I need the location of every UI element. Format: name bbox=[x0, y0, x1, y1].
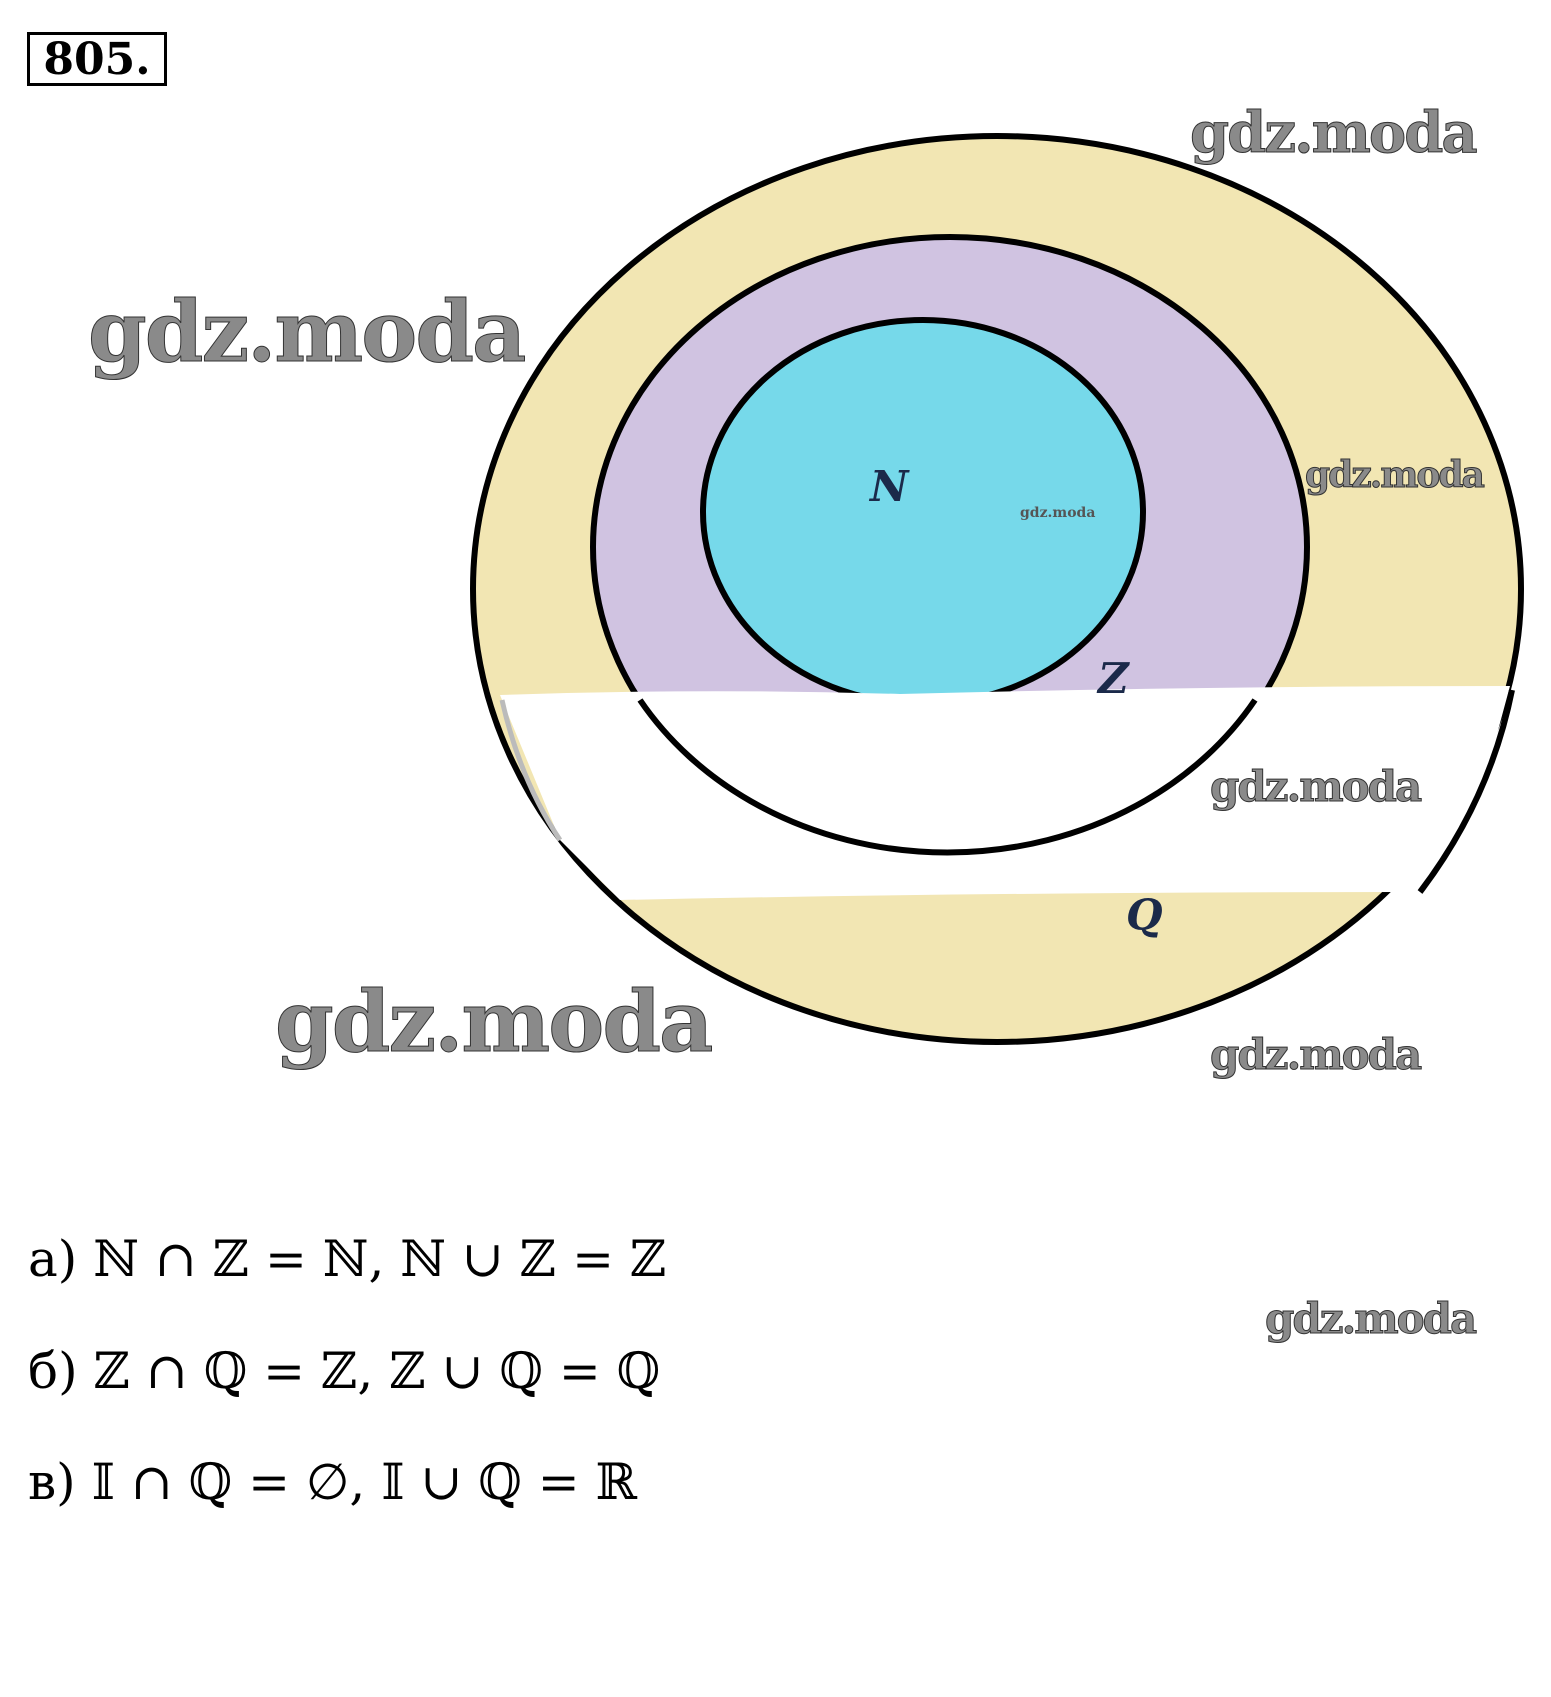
watermark: gdz.moda bbox=[1190, 100, 1479, 167]
erased-band bbox=[500, 686, 1510, 900]
set-n-label: N bbox=[870, 462, 909, 511]
answer-letter: а) bbox=[28, 1230, 78, 1288]
watermark: gdz.moda bbox=[87, 282, 526, 382]
answer-text: 𝕀 ∩ ℚ = ∅, 𝕀 ∪ ℚ = ℝ bbox=[91, 1453, 638, 1511]
watermark: gdz.moda bbox=[1209, 762, 1422, 812]
set-z-lower-arc bbox=[637, 698, 1258, 856]
problem-number: 805. bbox=[27, 32, 167, 86]
set-q-right-arc bbox=[1417, 689, 1515, 894]
answer-text: ℤ ∩ ℚ = ℤ, ℤ ∪ ℚ = ℚ bbox=[93, 1342, 661, 1400]
watermark: gdz.moda bbox=[1305, 454, 1486, 497]
answer-c: в) 𝕀 ∩ ℚ = ∅, 𝕀 ∪ ℚ = ℝ bbox=[28, 1453, 637, 1511]
answer-a: а) ℕ ∩ ℤ = ℕ, ℕ ∪ ℤ = ℤ bbox=[28, 1230, 666, 1288]
watermark: gdz.moda bbox=[1209, 1030, 1422, 1080]
set-q-left-arc-faded bbox=[499, 699, 563, 842]
watermark: gdz.moda bbox=[274, 972, 713, 1072]
answer-text: ℕ ∩ ℤ = ℕ, ℕ ∪ ℤ = ℤ bbox=[93, 1230, 667, 1288]
answer-b: б) ℤ ∩ ℚ = ℤ, ℤ ∪ ℚ = ℚ bbox=[28, 1342, 660, 1400]
watermark: gdz.moda bbox=[1020, 505, 1096, 521]
watermark: gdz.moda bbox=[1264, 1294, 1477, 1344]
answer-letter: в) bbox=[28, 1453, 76, 1511]
set-z-label: Z bbox=[1098, 654, 1129, 703]
set-q-label: Q bbox=[1126, 890, 1163, 939]
answer-letter: б) bbox=[28, 1342, 78, 1400]
